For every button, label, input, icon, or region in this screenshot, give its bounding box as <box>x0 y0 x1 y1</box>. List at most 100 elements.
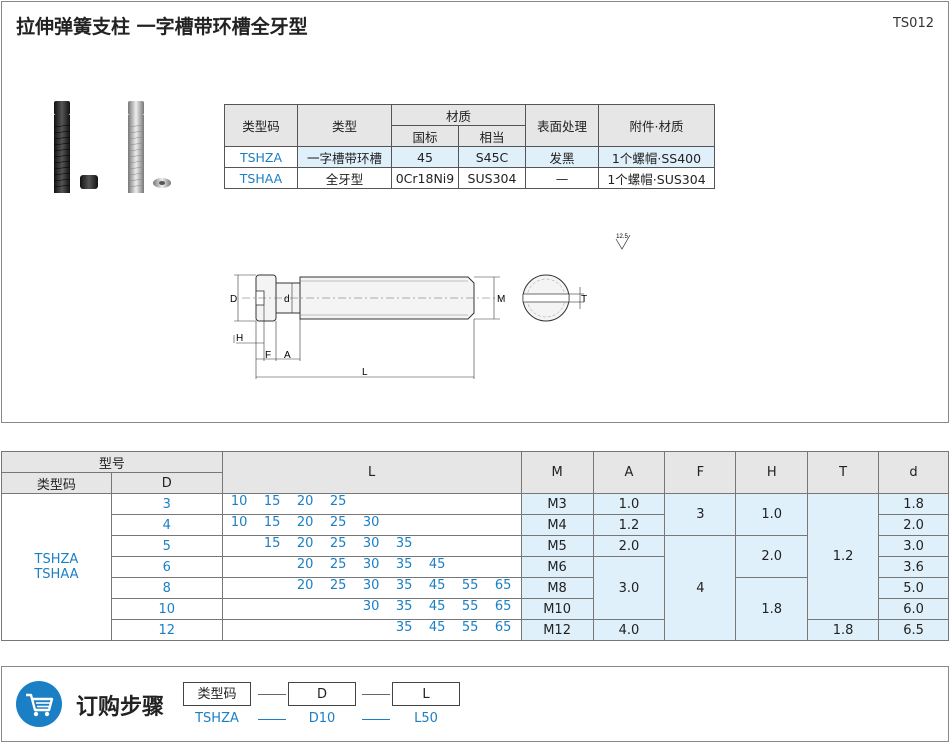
L-value: 25 <box>329 557 347 572</box>
L-value: 45 <box>428 578 446 593</box>
H-cell: 1.8 <box>735 577 809 641</box>
L-value <box>355 494 388 514</box>
L-value <box>256 620 289 640</box>
dim-d-label: d <box>284 294 290 305</box>
mat-equivalent-cell: SUS304 <box>458 167 526 189</box>
order-separator <box>362 719 390 720</box>
header-surface: 表面处理 <box>525 104 599 147</box>
D-cell: 4 <box>110 514 223 536</box>
dim-L-label: L <box>362 367 368 378</box>
D-cell: 3 <box>110 493 223 515</box>
material-table: 类型码 类型 材质 表面处理 附件·材质 国标 相当 TSHZA 一字槽带环槽 … <box>224 104 715 189</box>
L-value <box>256 599 289 619</box>
header-accessory: 附件·材质 <box>598 104 715 147</box>
mat-type-cell: 全牙型 <box>297 167 392 189</box>
order-title: 订购步骤 <box>76 695 165 720</box>
header-F: F <box>664 451 737 494</box>
L-value: 20 <box>296 515 314 530</box>
L-value: 20 <box>296 557 314 572</box>
L-value: 30 <box>362 557 380 572</box>
L-value <box>388 494 421 514</box>
L-value: 20 <box>296 536 314 551</box>
D-cell: 5 <box>110 535 223 557</box>
L-value: 25 <box>329 494 347 509</box>
L-value: 35 <box>395 578 413 593</box>
mat-accessory-cell: 1个螺帽·SUS304 <box>598 167 715 189</box>
d-cell: 3.0 <box>878 535 949 557</box>
M-cell: M5 <box>520 535 594 557</box>
header-D: D <box>110 472 223 494</box>
L-value: 25 <box>329 515 347 530</box>
dim-F-label: F <box>265 350 271 361</box>
L-value <box>454 536 487 556</box>
M-cell: M12 <box>520 619 594 641</box>
header-model: 型号 <box>1 451 223 473</box>
L-value <box>454 557 487 577</box>
F-cell: 4 <box>664 535 737 641</box>
L-value <box>256 557 289 577</box>
L-value <box>355 620 388 640</box>
A-cell: 4.0 <box>592 619 666 641</box>
M-cell: M6 <box>520 556 594 578</box>
L-value <box>223 536 256 556</box>
dim-H-label: H <box>236 333 243 344</box>
L-value: 30 <box>362 536 380 551</box>
mat-accessory-cell: 1个螺帽·SS400 <box>598 146 715 168</box>
L-value: 35 <box>395 557 413 572</box>
d-cell: 6.5 <box>878 619 949 641</box>
header-national: 国标 <box>391 125 459 147</box>
d-cell: 3.6 <box>878 556 949 578</box>
order-steps-panel: 订购步骤 类型码 D L TSHZA D10 L50 <box>1 666 949 742</box>
L-value <box>421 494 454 514</box>
A-cell: 2.0 <box>592 535 666 557</box>
L-value: 10 <box>230 494 248 509</box>
header-type: 类型 <box>297 104 392 147</box>
L-value: 35 <box>395 536 413 551</box>
T-cell: 1.8 <box>807 619 880 641</box>
product-photo <box>53 101 171 193</box>
cart-icon <box>16 681 62 727</box>
dim-M-label: M <box>497 294 505 305</box>
order-box-D: D <box>288 682 356 706</box>
d-cell: 5.0 <box>878 577 949 599</box>
H-cell: 2.0 <box>735 535 809 578</box>
F-cell: 3 <box>664 493 737 536</box>
L-value: 65 <box>494 599 512 614</box>
dim-D-label: D <box>230 294 237 305</box>
D-cell: 10 <box>110 598 223 620</box>
L-value: 10 <box>230 515 248 530</box>
order-separator <box>258 694 286 695</box>
L-value: 25 <box>329 536 347 551</box>
mat-surface-cell: — <box>525 167 599 189</box>
L-value: 55 <box>461 599 479 614</box>
d-cell: 2.0 <box>878 514 949 536</box>
L-value <box>454 494 487 514</box>
M-cell: M8 <box>520 577 594 599</box>
header-type-code: 类型码 <box>224 104 298 147</box>
d-cell: 6.0 <box>878 598 949 620</box>
M-cell: M10 <box>520 598 594 620</box>
A-cell: 1.0 <box>592 493 666 515</box>
L-value: 45 <box>428 599 446 614</box>
page-title: 拉伸弹簧支柱 一字槽带环槽全牙型 <box>16 16 308 38</box>
L-value <box>487 494 520 514</box>
T-cell: 1.2 <box>807 493 880 620</box>
L-value <box>322 620 355 640</box>
header-equivalent: 相当 <box>458 125 526 147</box>
L-value <box>421 536 454 556</box>
L-value <box>421 515 454 535</box>
L-value: 30 <box>362 578 380 593</box>
L-value: 35 <box>395 620 413 635</box>
L-value: 65 <box>494 620 512 635</box>
M-cell: M4 <box>520 514 594 536</box>
header-T: T <box>807 451 880 494</box>
L-value <box>487 536 520 556</box>
L-value: 45 <box>428 620 446 635</box>
L-value: 55 <box>461 620 479 635</box>
M-cell: M3 <box>520 493 594 515</box>
L-value <box>322 599 355 619</box>
roughness-symbol <box>615 234 631 250</box>
